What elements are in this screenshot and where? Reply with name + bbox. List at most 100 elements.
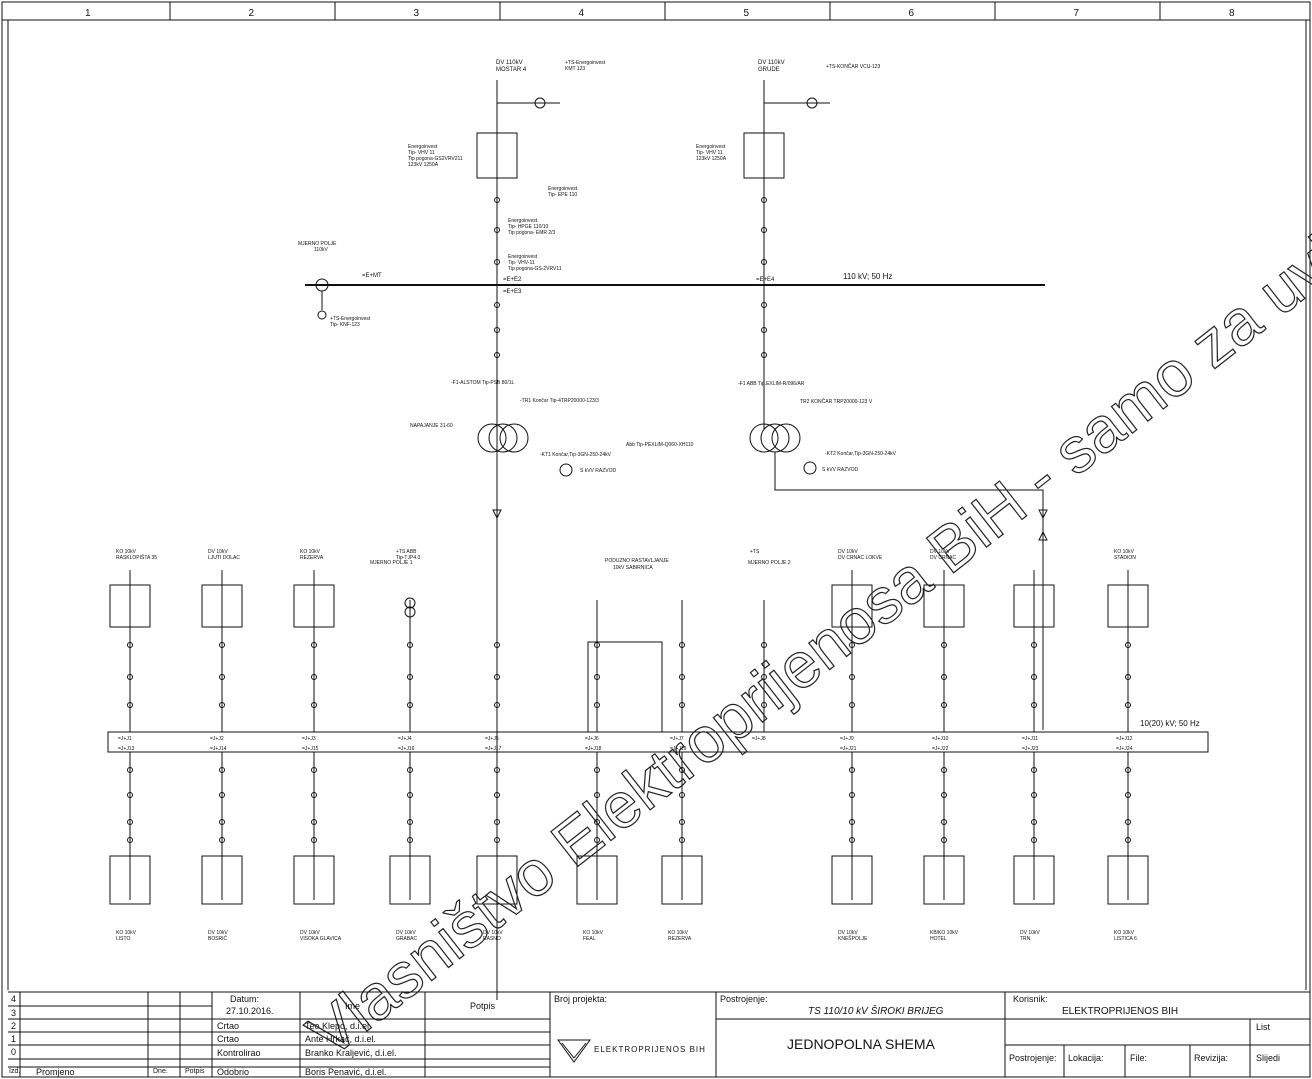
transformer-tr1-winding-2 — [488, 423, 518, 453]
korisnik-label: Korisnik: — [1013, 994, 1048, 1004]
transformer-tr2-winding-1 — [749, 423, 779, 453]
transformer-tr2-winding-3 — [771, 423, 801, 453]
rev-row-1: 1 — [11, 1034, 17, 1044]
rev-row-3: 3 — [11, 1008, 17, 1018]
upper-feeder: =J+J11 — [1013, 570, 1055, 742]
dne-label: Dne. — [153, 1068, 168, 1075]
kontrolirao-label: Kontrolirao — [217, 1048, 261, 1058]
transformer-tr1: -TR1 Končar Tip-4TRP20000-123/3 -F1-ALST… — [410, 380, 617, 1000]
datum-label: Datum: — [230, 994, 260, 1004]
korisnik-value: ELEKTROPRIJENOS BIH — [1062, 1006, 1179, 1017]
lower-feeder-bus: =J+J21 — [840, 746, 857, 752]
lower-feeder-bus: =J+J16 — [398, 746, 415, 752]
disconnector-box-grude — [743, 132, 785, 179]
grid-col-4: 4 — [579, 8, 585, 19]
postrojenje2-label: Postrojenje: — [1009, 1053, 1057, 1063]
upper-feeder-bus: =J+J3 — [302, 736, 316, 742]
lower-feeder-bus: =J+J24 — [1116, 746, 1133, 752]
transformer-tr1-aux: -KT1 Končar,Tip-3GN-250-24kV — [540, 452, 612, 458]
list-label: List — [1256, 1022, 1271, 1032]
postrojenje-value: TS 110/10 kV ŠIROKI BRIJEG — [808, 1006, 944, 1017]
upper-feeder: +TS=J+J8 — [750, 549, 767, 742]
upper-feeder-bus: =J+J6 — [585, 736, 599, 742]
upper-feeder: =J+J6 — [585, 600, 600, 742]
transformer-tr1-winding-3 — [499, 423, 529, 453]
grid-col-7: 7 — [1074, 8, 1080, 19]
potpis-col-label: Potpis — [185, 1068, 205, 1075]
transformer-tr1-napajanje: NAPAJANJE 31-60 — [410, 423, 453, 429]
crtao-name-2: Ante Hrkać, d.i.el. — [305, 1034, 377, 1044]
rev-row-2: 2 — [11, 1021, 17, 1031]
crtao-label-1: Crtao — [217, 1021, 240, 1031]
rev-row-4: 4 — [11, 994, 17, 1004]
lokacija-label: Lokacija: — [1068, 1053, 1104, 1063]
lower-feeder-bus: =J+J13 — [118, 746, 135, 752]
bus-label-e4: =E+E4 — [756, 277, 775, 283]
drawing-title: JEDNOPOLNA SHEMA — [787, 1036, 935, 1052]
broj-projekta-label: Broj projekta: — [554, 994, 608, 1004]
transformer-tr1-label: -TR1 Končar Tip-4TRP20000-123/3 — [520, 398, 599, 404]
odobrio-name: Boris Penavić, d.i.el. — [305, 1067, 387, 1077]
lower-feeder-bus: =J+J17 — [485, 746, 502, 752]
lower-feeder-bus: =J+J14 — [210, 746, 227, 752]
potpis-label: Potpis — [470, 1001, 496, 1011]
busbar-10kv-label: 10(20) kV; 50 Hz — [1140, 719, 1200, 728]
grid-col-8: 8 — [1229, 8, 1235, 19]
transformer-tr2-label: TR2 KONČAR TRP20000-123 V — [800, 398, 873, 405]
crtao-name-1: Teo Klepo, d.i.el. — [305, 1021, 372, 1031]
transformer-tr2-aux: -KT2 Končar,Tip-3GN-250-24kV — [825, 451, 897, 457]
title-block — [8, 991, 1310, 1077]
lower-feeder-bus: =J+J22 — [932, 746, 949, 752]
lower-feeder-bus: =J+J23 — [1022, 746, 1039, 752]
lower-feeder-bus: =J+J19 — [670, 746, 687, 752]
upper-feeder: =J+J7 — [670, 600, 685, 742]
upper-feeder-bus: =J+J1 — [118, 736, 132, 742]
disconnector-box-mostar — [476, 132, 518, 179]
crtao-label-2: Crtao — [217, 1034, 240, 1044]
logo-text: ELEKTROPRIJENOS BIH — [594, 1045, 706, 1054]
logo-icon — [557, 1039, 591, 1063]
grid-col-5: 5 — [744, 8, 750, 19]
promjeno-label: Promjeno — [36, 1067, 75, 1077]
watermark: Vlasništvo Elektroprijenosa BiH - samo z… — [294, 200, 1312, 1071]
upper-feeder-name: +TS — [750, 549, 760, 555]
ime-label: Ime — [345, 1001, 361, 1011]
odobrio-label: Odobrio — [217, 1067, 250, 1077]
lower-feeder-bus: =J+J18 — [585, 746, 602, 752]
transformer-tr2-aux-label: S kVV RAZVOD — [822, 467, 859, 473]
upper-feeder-bus: =J+J2 — [210, 736, 224, 742]
